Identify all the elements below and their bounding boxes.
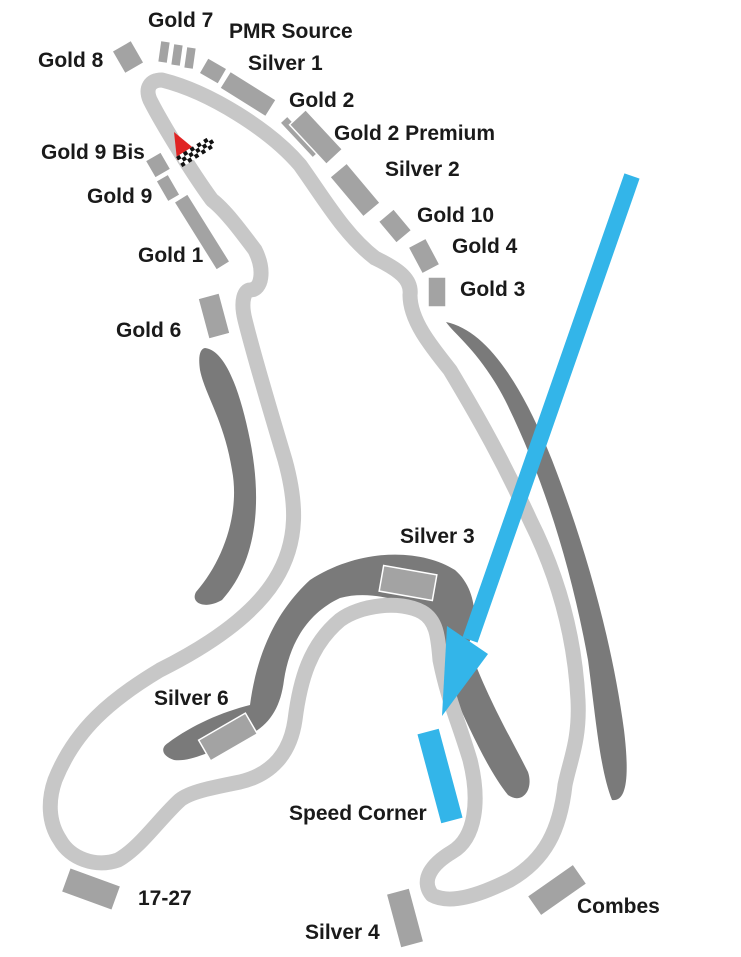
stand-gold3[interactable] — [427, 276, 447, 308]
stand-gold1[interactable] — [172, 192, 232, 272]
bank-pouhon — [163, 554, 530, 799]
stand-combes[interactable] — [526, 863, 588, 917]
stand-silver4[interactable] — [385, 886, 425, 950]
stand-silver2[interactable] — [328, 161, 382, 219]
stand-silver3[interactable] — [378, 564, 438, 602]
pointer-arrow-icon — [442, 173, 640, 716]
stand-silver1[interactable] — [218, 70, 278, 118]
label-gold1: Gold 1 — [138, 244, 204, 267]
label-pmr-source: PMR Source — [229, 20, 353, 43]
stand-gold4[interactable] — [407, 237, 441, 275]
label-combes: Combes — [577, 895, 660, 918]
label-gold9bis: Gold 9 Bis — [41, 141, 145, 164]
stands — [60, 39, 588, 950]
label-gold2: Gold 2 — [289, 89, 354, 112]
label-gold8: Gold 8 — [38, 49, 104, 72]
stand-gold10[interactable] — [377, 207, 413, 245]
label-gold9: Gold 9 — [87, 185, 152, 208]
bank-raidillon — [194, 348, 257, 605]
label-silver1: Silver 1 — [248, 52, 323, 75]
label-17-27: 17-27 — [138, 887, 192, 910]
stand-gold7-b[interactable] — [169, 42, 185, 68]
label-gold2-premium: Gold 2 Premium — [334, 122, 495, 145]
track-circuit — [42, 72, 586, 907]
stand-17-27[interactable] — [60, 866, 122, 912]
label-gold4: Gold 4 — [452, 235, 518, 258]
label-silver2: Silver 2 — [385, 158, 460, 181]
label-silver3: Silver 3 — [400, 525, 475, 548]
label-silver6: Silver 6 — [154, 687, 229, 710]
label-silver4: Silver 4 — [305, 921, 380, 944]
stand-gold8[interactable] — [110, 39, 146, 75]
stand-gold9bis[interactable] — [144, 150, 172, 180]
stand-gold9[interactable] — [154, 173, 182, 203]
stand-silver6[interactable] — [197, 712, 259, 762]
label-gold3: Gold 3 — [460, 278, 525, 301]
bank-kemmel — [446, 322, 627, 801]
stand-speed-corner[interactable] — [417, 728, 463, 824]
label-gold7: Gold 7 — [148, 9, 213, 32]
label-speed-corner: Speed Corner — [289, 802, 427, 825]
stand-gold7-a[interactable] — [156, 39, 172, 65]
label-gold10: Gold 10 — [417, 204, 494, 227]
stand-gold2-premium[interactable] — [288, 108, 344, 166]
stand-gold7-c[interactable] — [182, 45, 198, 71]
stand-gold6[interactable] — [197, 291, 231, 341]
label-gold6: Gold 6 — [116, 319, 181, 342]
checkered-flag-icon — [176, 134, 218, 168]
stand-pmr-source[interactable] — [197, 56, 229, 86]
